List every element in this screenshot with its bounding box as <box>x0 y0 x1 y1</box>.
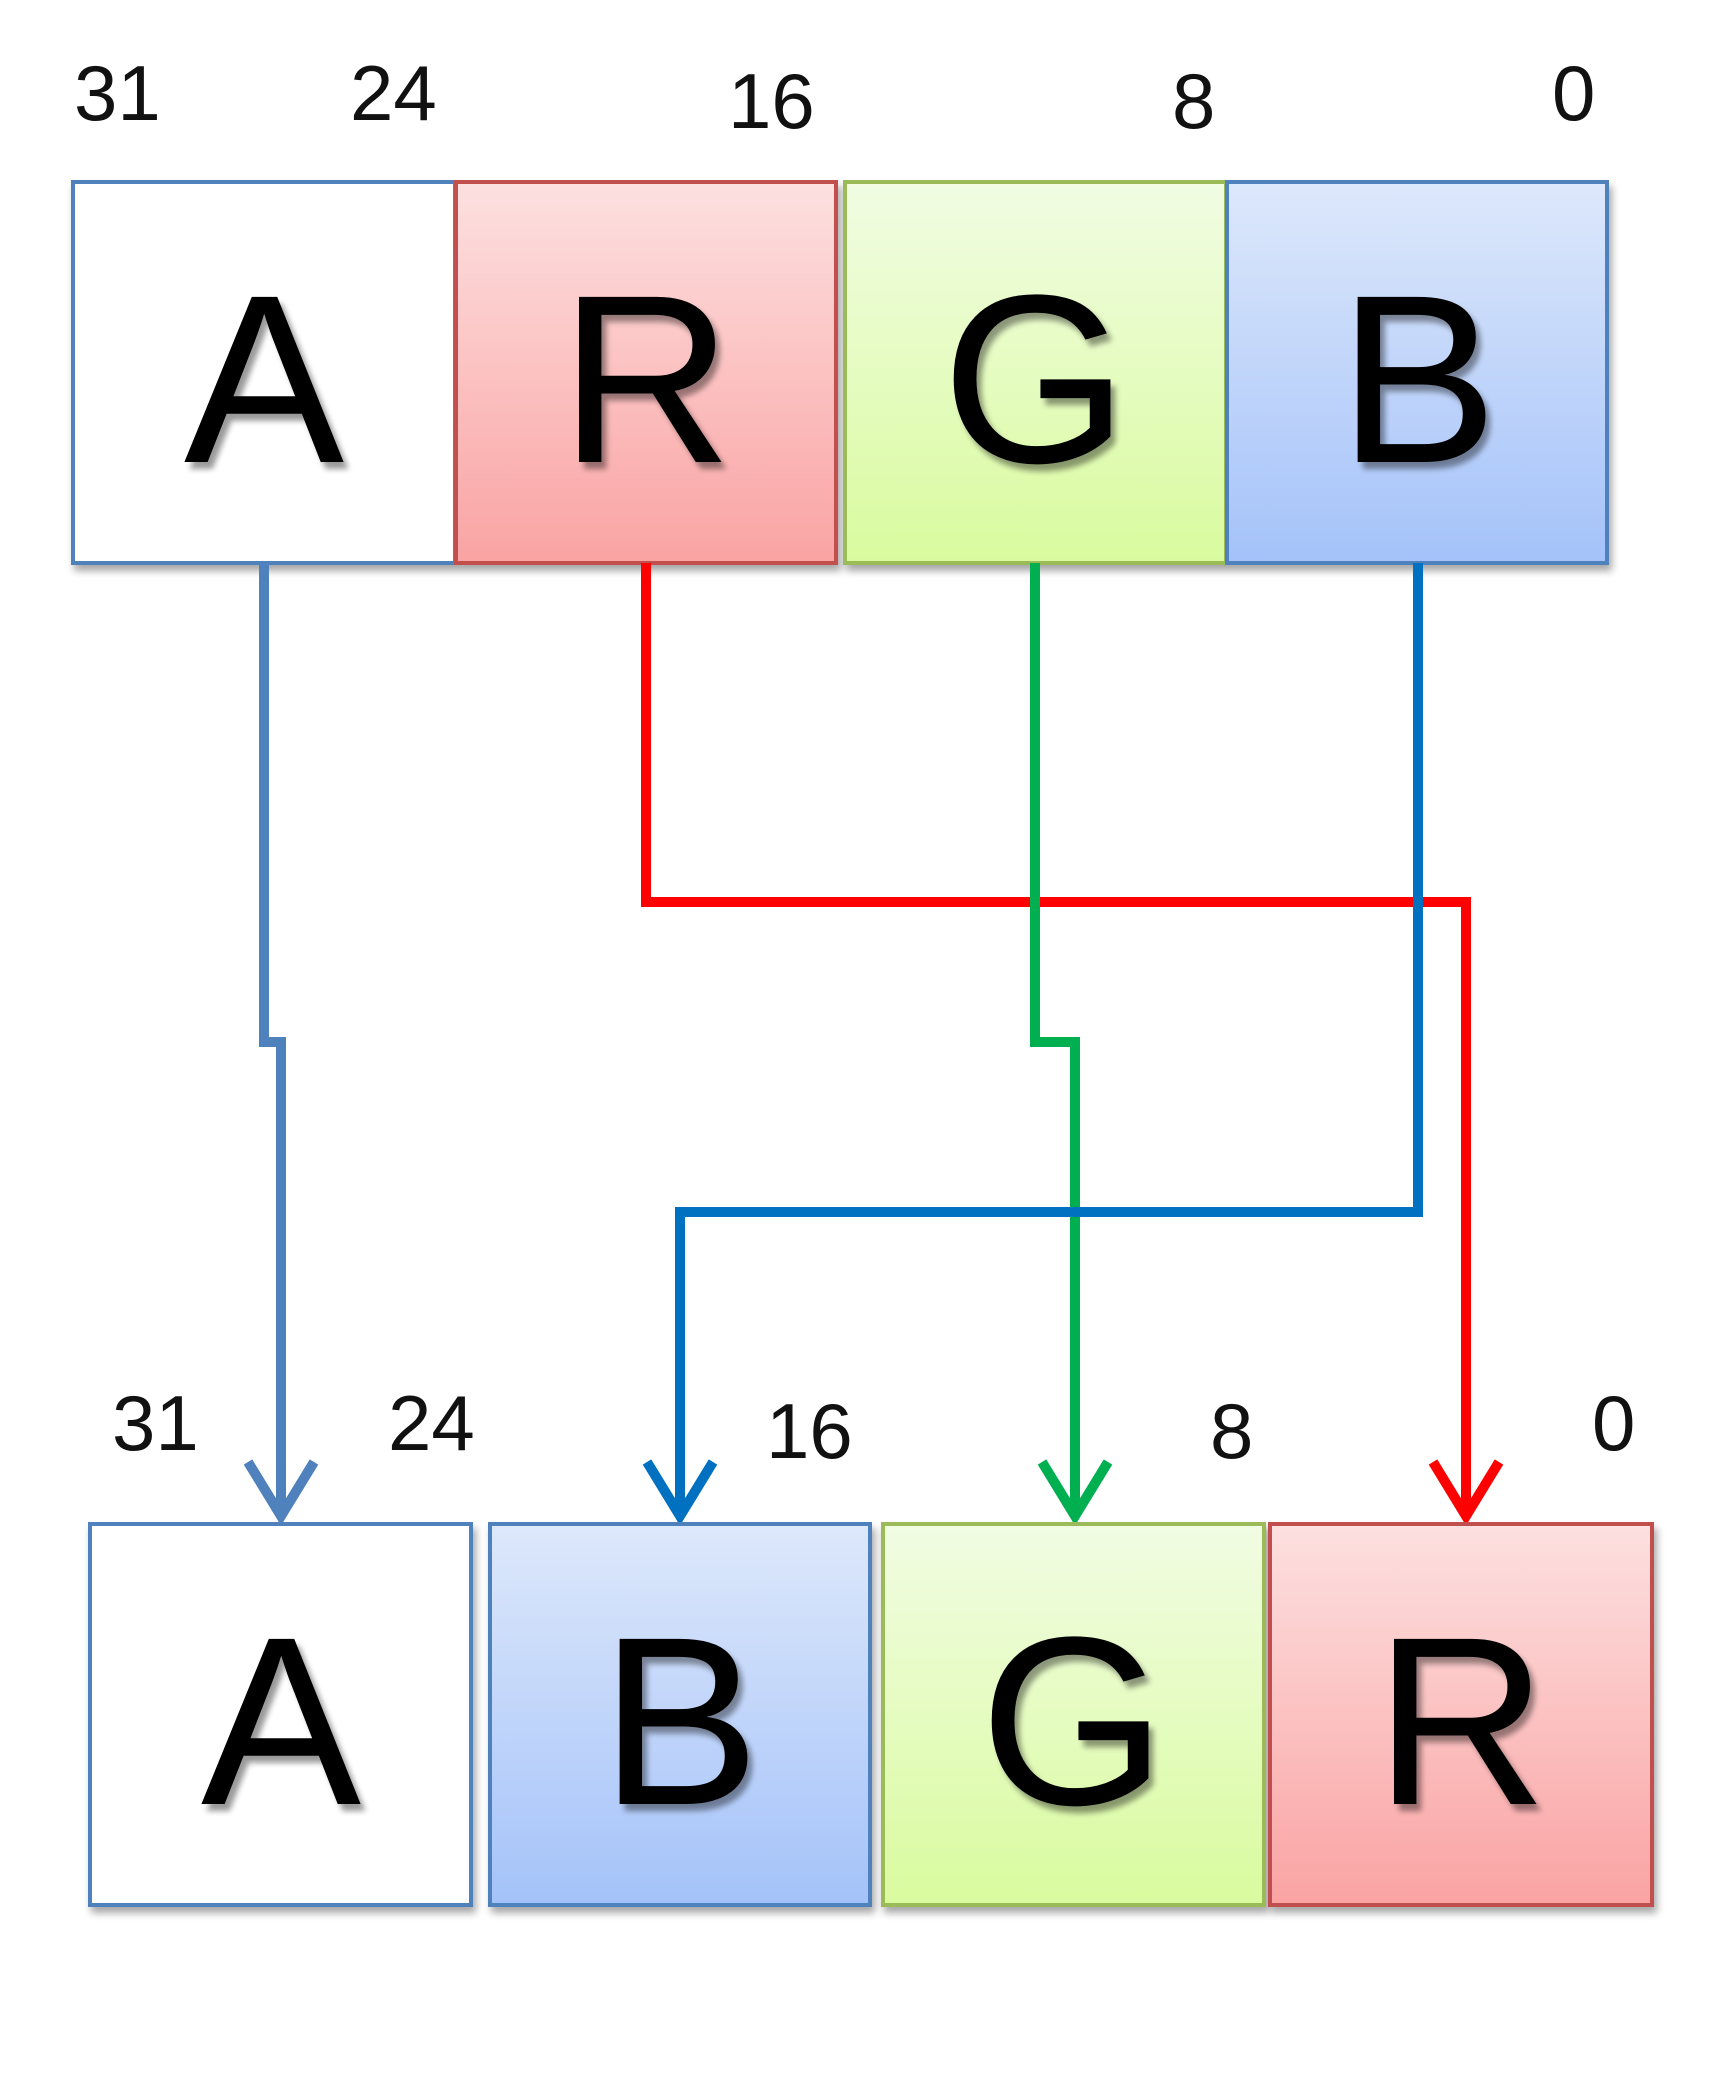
bottom-channel-r-letter: R <box>1374 1587 1547 1855</box>
bottom-channel-b-box <box>488 1522 872 1907</box>
bottom-bit-label-16: 16 <box>766 1387 853 1475</box>
bottom-channel-r-box <box>1268 1522 1654 1907</box>
channel-arrows <box>243 563 1504 1526</box>
bottom-bit-label-0: 0 <box>1592 1379 1635 1467</box>
top-channel-b-box <box>1225 180 1609 565</box>
top-channel-r-box <box>454 180 838 565</box>
top-bit-labels: 31 24 16 8 0 <box>74 49 1595 145</box>
top-bit-label-8: 8 <box>1172 57 1215 145</box>
bottom-channel-b-letter: B <box>600 1587 760 1855</box>
top-bit-label-31: 31 <box>74 49 161 137</box>
bottom-register-letters: A B G R <box>201 1587 1548 1855</box>
arrow-g <box>1030 563 1080 1516</box>
top-bit-label-16: 16 <box>728 57 815 145</box>
arrow-b <box>675 563 1423 1516</box>
arrow-r-head <box>1428 1459 1504 1526</box>
arrow-g-head <box>1037 1459 1113 1526</box>
top-channel-g-box <box>843 180 1228 565</box>
bottom-channel-a-box <box>88 1522 473 1907</box>
top-channel-g-letter: G <box>942 245 1129 513</box>
arrow-a-head <box>243 1459 319 1526</box>
bottom-channel-a-letter: A <box>201 1587 361 1855</box>
top-register <box>71 180 1609 565</box>
top-register-letters: A R G B <box>184 245 1498 513</box>
bottom-channel-g-box <box>881 1522 1266 1907</box>
top-channel-b-letter: B <box>1338 245 1498 513</box>
top-channel-a-box <box>71 180 457 565</box>
bottom-bit-labels: 31 24 16 8 0 <box>112 1379 1635 1475</box>
top-channel-r-letter: R <box>559 245 732 513</box>
arrow-a <box>259 563 286 1516</box>
bottom-bit-label-8: 8 <box>1210 1387 1253 1475</box>
bottom-register <box>88 1522 1654 1907</box>
top-bit-label-0: 0 <box>1552 49 1595 137</box>
bottom-bit-label-31: 31 <box>112 1379 199 1467</box>
arrow-b-head <box>642 1459 718 1526</box>
arrow-r <box>641 563 1471 1516</box>
top-bit-label-24: 24 <box>350 49 437 137</box>
top-channel-a-letter: A <box>184 245 344 513</box>
bottom-channel-g-letter: G <box>980 1587 1167 1855</box>
bottom-bit-label-24: 24 <box>388 1379 475 1467</box>
